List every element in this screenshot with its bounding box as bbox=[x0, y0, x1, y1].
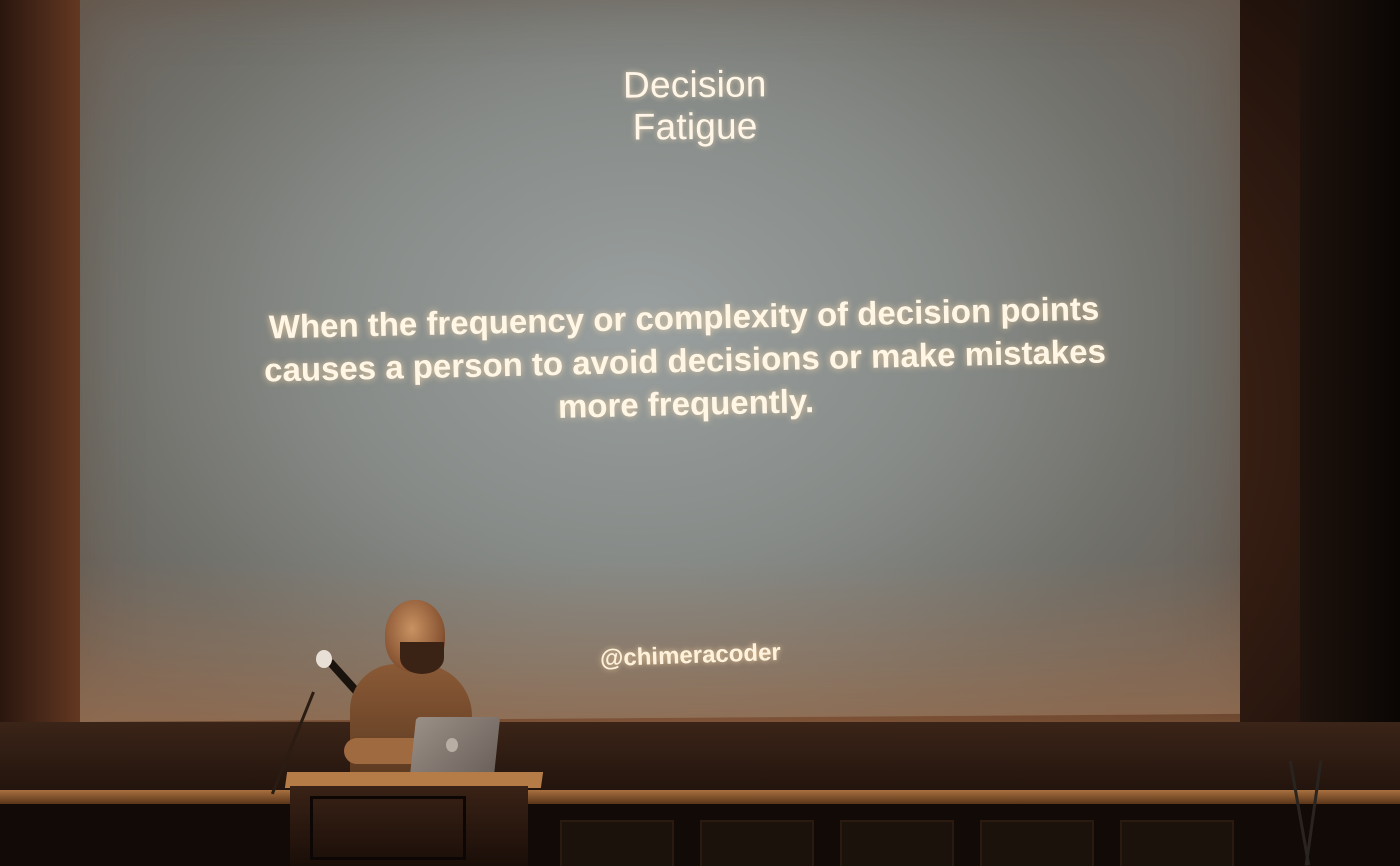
podium-panel bbox=[310, 796, 466, 860]
podium bbox=[290, 786, 528, 866]
left-wall bbox=[0, 0, 90, 866]
speaker-beard bbox=[400, 642, 444, 674]
screen-light-glow bbox=[80, 560, 1240, 730]
stage-panel bbox=[560, 820, 674, 866]
stage-panel bbox=[980, 820, 1094, 866]
laptop-logo-icon bbox=[446, 738, 458, 752]
stage-panel bbox=[840, 820, 954, 866]
right-wall bbox=[1300, 0, 1400, 866]
stage-panel bbox=[1120, 820, 1234, 866]
slide-title: Decision Fatigue bbox=[622, 63, 767, 148]
microphone-head bbox=[316, 650, 332, 668]
stage-panel bbox=[700, 820, 814, 866]
slide-definition-text: When the frequency or complexity of deci… bbox=[263, 289, 1107, 425]
stage-edge bbox=[0, 790, 1400, 804]
